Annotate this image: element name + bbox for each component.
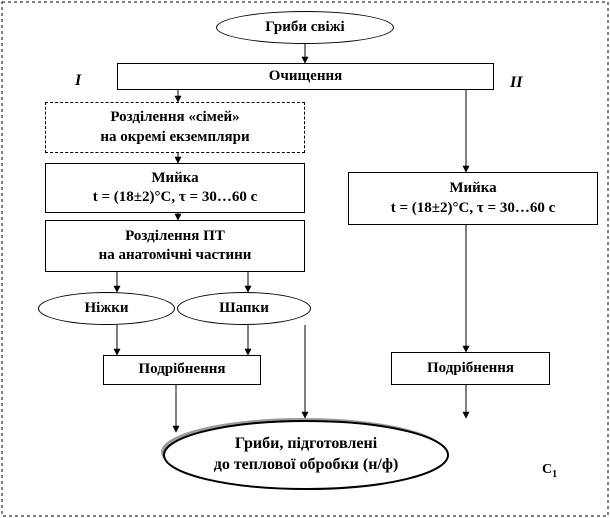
separate-pt-node: Розділення ПТ на анатомічні частини <box>45 220 305 272</box>
wash-right-line1: Мийка <box>449 180 497 196</box>
cleaning-label: Очищення <box>268 67 343 84</box>
stems-label: Ніжки <box>84 299 129 316</box>
stems-node: Ніжки <box>38 292 175 325</box>
corner-label-main: С <box>542 462 553 477</box>
end-node: Гриби, підготовлені до теплової обробки … <box>185 427 427 483</box>
cleaning-node: Очищення <box>117 63 494 90</box>
wash-left-line2: t = (18±2)°С, τ = 30…60 с <box>92 189 258 205</box>
corner-label-sub: 1 <box>552 468 558 480</box>
end-oval-border <box>163 420 449 490</box>
grind-right-label: Подрібнення <box>426 359 515 376</box>
grind-right-node: Подрібнення <box>391 352 550 385</box>
start-node: Гриби свіжі <box>216 11 394 44</box>
separate-line2: на окремі екземпляри <box>100 128 250 145</box>
corner-label: С1 <box>542 462 557 480</box>
separate-pt-line2: на анатомічні частини <box>98 247 252 263</box>
separate-families-node: Розділення «сімей» на окремі екземпляри <box>45 102 305 153</box>
caps-node: Шапки <box>177 292 311 325</box>
branch-label-left: I <box>75 72 82 89</box>
grind-left-label: Подрібнення <box>138 361 226 378</box>
grind-left-node: Подрібнення <box>103 355 261 385</box>
end-line1: Гриби, підготовлені <box>234 435 378 453</box>
wash-right-node: Мийка t = (18±2)°С, τ = 30…60 с <box>348 172 598 225</box>
wash-left-line1: Мийка <box>151 169 199 186</box>
wash-left-node: Мийка t = (18±2)°С, τ = 30…60 с <box>45 163 305 213</box>
caps-label: Шапки <box>219 299 269 316</box>
branch-label-right: II <box>510 74 523 91</box>
start-label: Гриби свіжі <box>265 18 345 35</box>
wash-right-line2: t = (18±2)°С, τ = 30…60 с <box>390 199 556 216</box>
separate-pt-line1: Розділення ПТ <box>125 227 225 244</box>
separate-line1: Розділення «сімей» <box>110 109 240 125</box>
end-line2: до теплової обробки (н/ф) <box>213 456 399 473</box>
